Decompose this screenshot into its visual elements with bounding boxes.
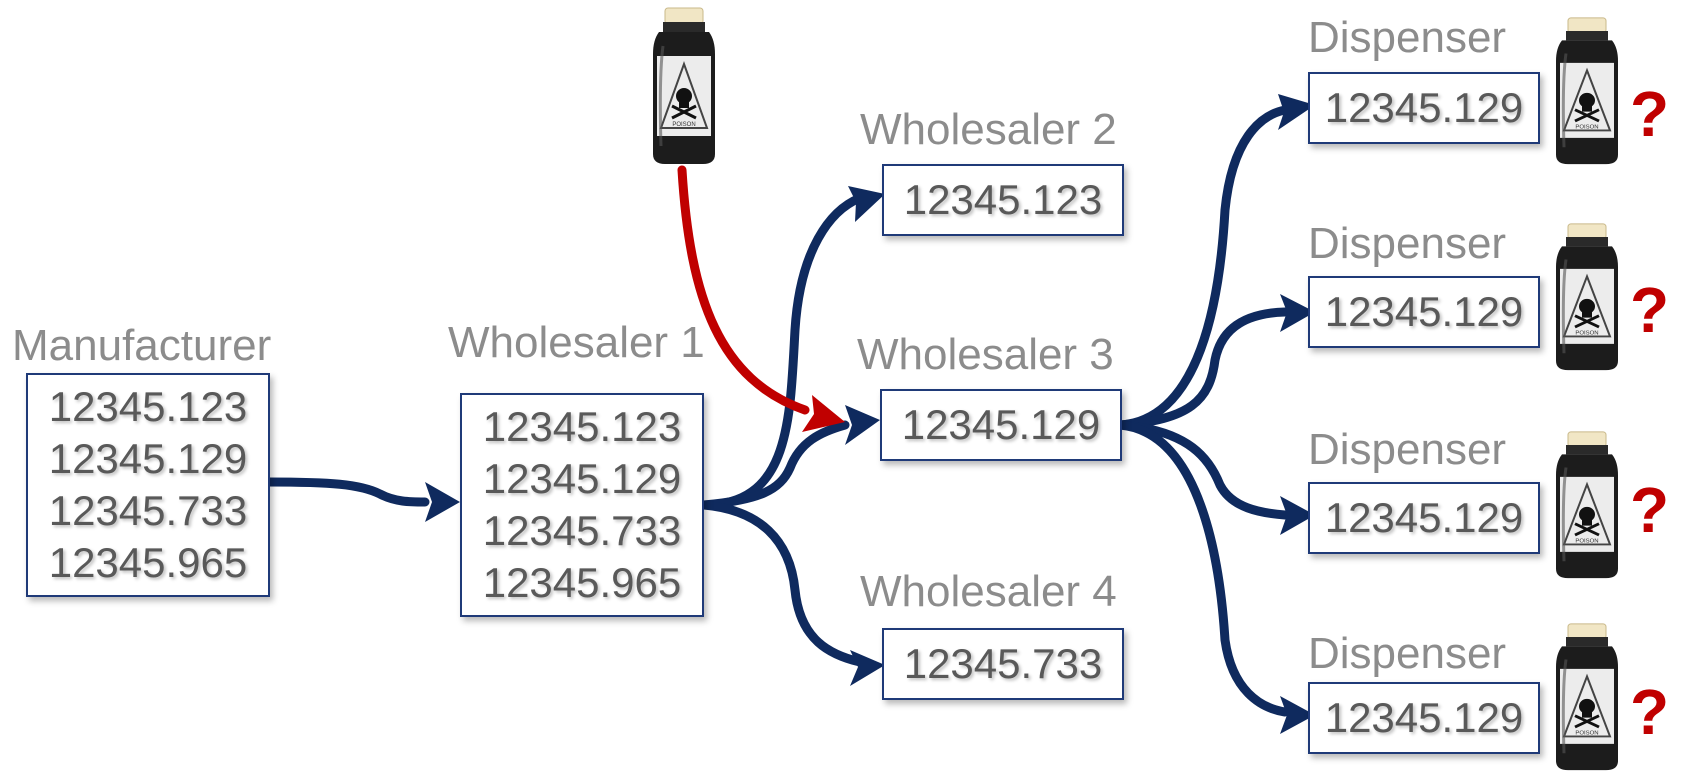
arrow-manufacturer-to-wholesaler1	[263, 477, 430, 507]
poison-bottle-icon: POISON	[1548, 222, 1626, 372]
arrow-wholesaler1-to-wholesaler2	[699, 193, 865, 510]
arrowhead-dispenser4	[1280, 696, 1315, 734]
manufacturer-code: 12345.123	[48, 383, 248, 430]
manufacturer-code: 12345.129	[48, 435, 248, 482]
arrow-wholesaler3-to-dispenser2	[1115, 307, 1290, 430]
arrow-counterfeit-to-wholesaler3	[677, 165, 810, 415]
question-mark: ?	[1630, 274, 1670, 346]
svg-text:POISON: POISON	[1575, 331, 1598, 337]
arrow-wholesaler3-to-dispenser4	[1115, 420, 1290, 717]
wholesaler1-code: 12345.129	[482, 455, 682, 502]
manufacturer-label: Manufacturer	[12, 321, 272, 370]
wholesaler1-code: 12345.123	[482, 403, 682, 450]
dispenser2-label: Dispenser	[1308, 219, 1507, 268]
arrowhead-dispenser2	[1280, 294, 1315, 332]
poison-bottle-icon: POISON	[1548, 430, 1626, 580]
question-mark: ?	[1630, 676, 1670, 748]
wholesaler2-code: 12345.123	[903, 176, 1103, 223]
question-mark: ?	[1630, 474, 1670, 546]
dispenser3-label: Dispenser	[1308, 425, 1507, 474]
poison-bottle-icon: POISON	[1548, 16, 1626, 166]
arrow-wholesaler3-to-dispenser1	[1115, 105, 1290, 430]
arrowhead-dispenser3	[1280, 496, 1315, 535]
dispenser2-code: 12345.129	[1324, 288, 1524, 335]
question-mark: ?	[1630, 78, 1670, 150]
wholesaler2-box: 12345.123	[882, 164, 1124, 236]
wholesaler1-box: 12345.123 12345.129 12345.733 12345.965	[460, 393, 704, 617]
dispenser1-code: 12345.129	[1324, 84, 1524, 131]
arrow-wholesaler3-to-dispenser3	[1115, 420, 1290, 520]
wholesaler2-label: Wholesaler 2	[860, 105, 1117, 154]
wholesaler1-code: 12345.965	[482, 559, 682, 606]
arrowhead-counterfeit	[802, 395, 845, 432]
arrowhead-wholesaler1	[425, 482, 460, 522]
dispenser1-label: Dispenser	[1308, 13, 1507, 62]
svg-text:POISON: POISON	[1575, 731, 1598, 737]
arrow-wholesaler1-to-wholesaler4	[699, 500, 865, 667]
manufacturer-code: 12345.965	[48, 539, 248, 586]
wholesaler4-label: Wholesaler 4	[860, 567, 1117, 616]
wholesaler3-code: 12345.129	[901, 401, 1101, 448]
dispenser4-code: 12345.129	[1324, 694, 1524, 741]
dispenser3-box: 12345.129	[1308, 482, 1540, 554]
arrowhead-wholesaler4	[850, 650, 885, 686]
dispenser2-box: 12345.129	[1308, 276, 1540, 348]
arrowhead-wholesaler2	[848, 186, 885, 222]
dispenser3-code: 12345.129	[1324, 494, 1524, 541]
wholesaler4-box: 12345.733	[882, 628, 1124, 700]
wholesaler3-box: 12345.129	[880, 389, 1122, 461]
dispenser4-box: 12345.129	[1308, 682, 1540, 754]
wholesaler4-code: 12345.733	[903, 640, 1103, 687]
dispenser1-box: 12345.129	[1308, 72, 1540, 144]
arrow-wholesaler1-to-wholesaler3	[699, 420, 850, 510]
wholesaler1-label: Wholesaler 1	[448, 318, 705, 367]
svg-text:POISON: POISON	[1575, 125, 1598, 131]
arrowhead-wholesaler3	[845, 405, 880, 445]
poison-bottle-icon: POISON	[645, 6, 723, 166]
wholesaler3-label: Wholesaler 3	[857, 330, 1114, 379]
manufacturer-box: 12345.123 12345.129 12345.733 12345.965	[26, 373, 270, 597]
arrowhead-dispenser1	[1278, 94, 1315, 130]
manufacturer-code: 12345.733	[48, 487, 248, 534]
poison-bottle-icon: POISON	[1548, 622, 1626, 772]
wholesaler1-code: 12345.733	[482, 507, 682, 554]
dispenser4-label: Dispenser	[1308, 629, 1507, 678]
svg-text:POISON: POISON	[1575, 539, 1598, 545]
svg-text:POISON: POISON	[672, 122, 695, 128]
